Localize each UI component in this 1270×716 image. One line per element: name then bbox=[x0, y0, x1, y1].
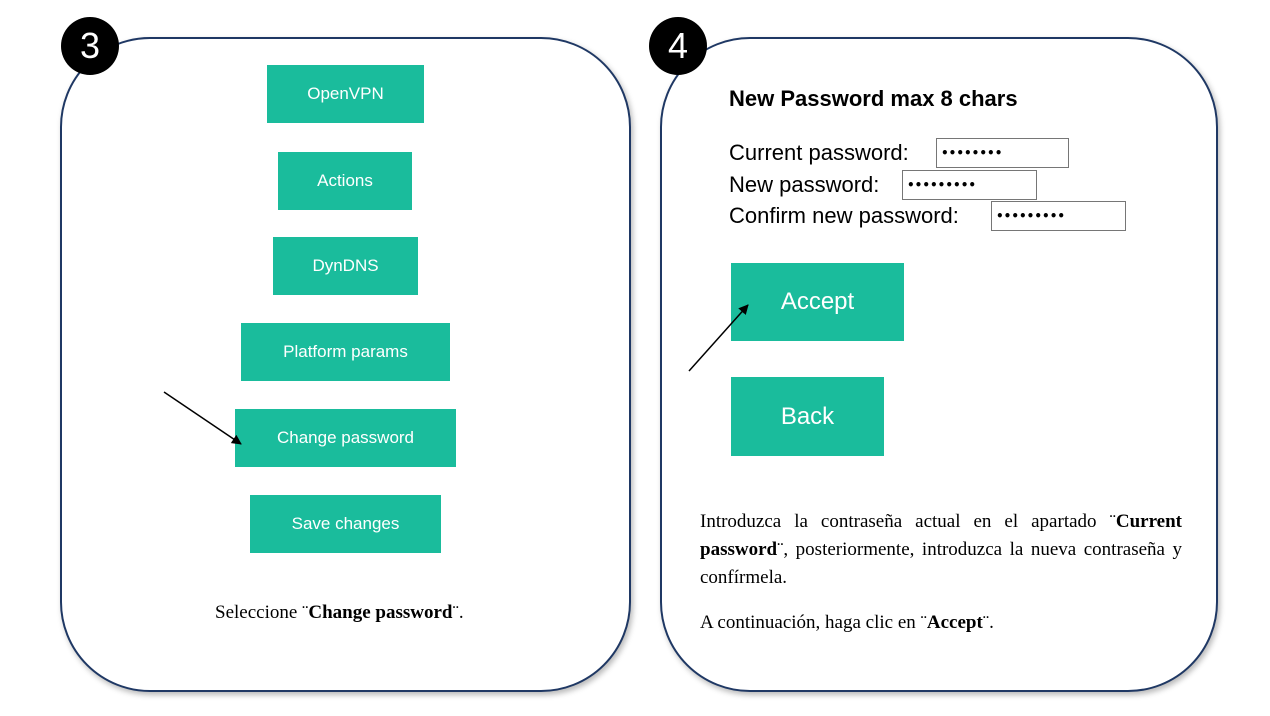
step-4-panel bbox=[660, 37, 1218, 692]
instruction-paragraph-2: A continuación, haga clic en ¨Accept¨. bbox=[700, 612, 994, 633]
current-password-label: Current password: bbox=[729, 140, 909, 165]
actions-button[interactable]: Actions bbox=[278, 152, 412, 210]
save-changes-button[interactable]: Save changes bbox=[250, 495, 441, 553]
confirm-password-label: Confirm new password: bbox=[729, 203, 959, 228]
new-password-label: New password: bbox=[729, 172, 880, 197]
step-3-badge: 3 bbox=[61, 17, 119, 75]
step-3-caption: Seleccione ¨Change password¨. bbox=[215, 602, 464, 623]
current-password-field[interactable] bbox=[936, 138, 1069, 168]
step-4-badge: 4 bbox=[649, 17, 707, 75]
confirm-password-field[interactable] bbox=[991, 201, 1126, 231]
instruction-paragraph-1: Introduzca la contraseña actual en el ap… bbox=[700, 511, 1182, 588]
new-password-field[interactable] bbox=[902, 170, 1037, 200]
change-password-button[interactable]: Change password bbox=[235, 409, 456, 467]
openvpn-button[interactable]: OpenVPN bbox=[267, 65, 424, 123]
dyndns-button[interactable]: DynDNS bbox=[273, 237, 418, 295]
form-title: New Password max 8 chars bbox=[729, 86, 1018, 111]
accept-button[interactable]: Accept bbox=[731, 263, 904, 341]
platform-params-button[interactable]: Platform params bbox=[241, 323, 450, 381]
back-button[interactable]: Back bbox=[731, 377, 884, 456]
